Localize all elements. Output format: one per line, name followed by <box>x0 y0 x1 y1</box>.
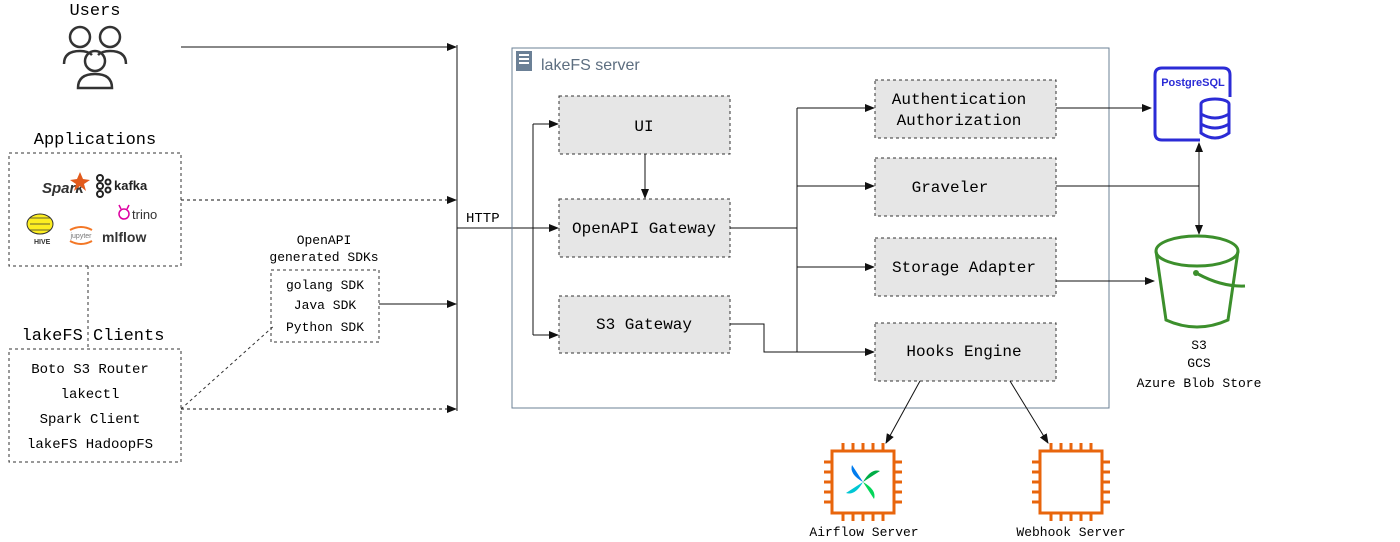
auth-label-line2: Authorization <box>897 112 1022 130</box>
storage-line: Azure Blob Store <box>1137 376 1262 391</box>
openapi-gateway-component <box>558 198 731 258</box>
sdks-label-line1: OpenAPI <box>297 233 352 248</box>
hive-logo: HIVE <box>26 213 54 246</box>
users-icon <box>62 25 128 90</box>
svg-text:jupyter: jupyter <box>69 233 92 240</box>
http-label: HTTP <box>466 211 500 227</box>
clients-box <box>8 348 182 463</box>
auth-label-line1: Authentication <box>892 91 1026 109</box>
s3-gateway-component <box>558 295 731 354</box>
ui-label: UI <box>634 118 653 136</box>
storage-adapter-label: Storage Adapter <box>892 259 1036 277</box>
graveler-component <box>874 157 1057 217</box>
kafka-logo: kafka <box>96 174 148 198</box>
server-title: lakeFS server <box>541 57 640 74</box>
webhook-chip-icon <box>1032 443 1110 521</box>
sdks-label-line2: generated SDKs <box>269 250 378 265</box>
openapi-gateway-label: OpenAPI Gateway <box>572 220 716 238</box>
clients-sdks-link <box>180 324 276 410</box>
clients-label: lakeFS Clients <box>22 327 165 346</box>
spark-logo: Spark <box>42 172 90 197</box>
s3-gateway-label: S3 Gateway <box>596 316 692 334</box>
mlflow-logo: mlflow <box>102 229 146 245</box>
hooks-engine-component <box>874 322 1057 382</box>
server-icon <box>516 51 532 71</box>
sdk-item: golang SDK <box>286 278 364 293</box>
svg-text:PostgreSQL: PostgreSQL <box>1161 77 1225 89</box>
postgresql-icon: PostgreSQL <box>1153 66 1232 142</box>
svg-text:kafka: kafka <box>114 178 148 193</box>
jupyter-logo: jupyter <box>69 226 93 245</box>
svg-text:Spark: Spark <box>42 180 84 197</box>
webhook-label: Webhook Server <box>1016 525 1125 540</box>
bucket-icon <box>1154 234 1246 329</box>
storage-adapter-component <box>874 237 1057 297</box>
graveler-label: Graveler <box>912 179 989 197</box>
client-item: Spark Client <box>40 412 141 428</box>
sdk-item: Java SDK <box>294 298 357 313</box>
sdk-item: Python SDK <box>286 320 364 335</box>
client-item: lakeFS HadoopFS <box>27 437 153 453</box>
client-item: Boto S3 Router <box>31 362 149 378</box>
applications-label: Applications <box>34 131 156 150</box>
lakefs-server-frame <box>511 47 1110 409</box>
svg-text:trino: trino <box>132 207 157 222</box>
applications-box <box>8 152 182 267</box>
users-label: Users <box>69 2 120 21</box>
sdks-box <box>270 269 380 343</box>
storage-line: S3 <box>1191 338 1207 353</box>
airflow-label: Airflow Server <box>809 525 918 540</box>
s3-out-line <box>730 323 797 353</box>
ui-component <box>558 95 731 155</box>
airflow-chip-icon <box>824 443 902 521</box>
client-item: lakectl <box>61 387 120 403</box>
trino-logo: trino <box>118 204 157 222</box>
svg-text:HIVE: HIVE <box>34 239 51 246</box>
hooks-engine-label: Hooks Engine <box>906 343 1021 361</box>
hooks-to-webhook-arrow <box>1009 380 1049 444</box>
hooks-to-airflow-arrow <box>885 380 921 444</box>
svg-text:mlflow: mlflow <box>102 229 146 245</box>
storage-line: GCS <box>1187 356 1211 371</box>
auth-component <box>874 79 1057 139</box>
